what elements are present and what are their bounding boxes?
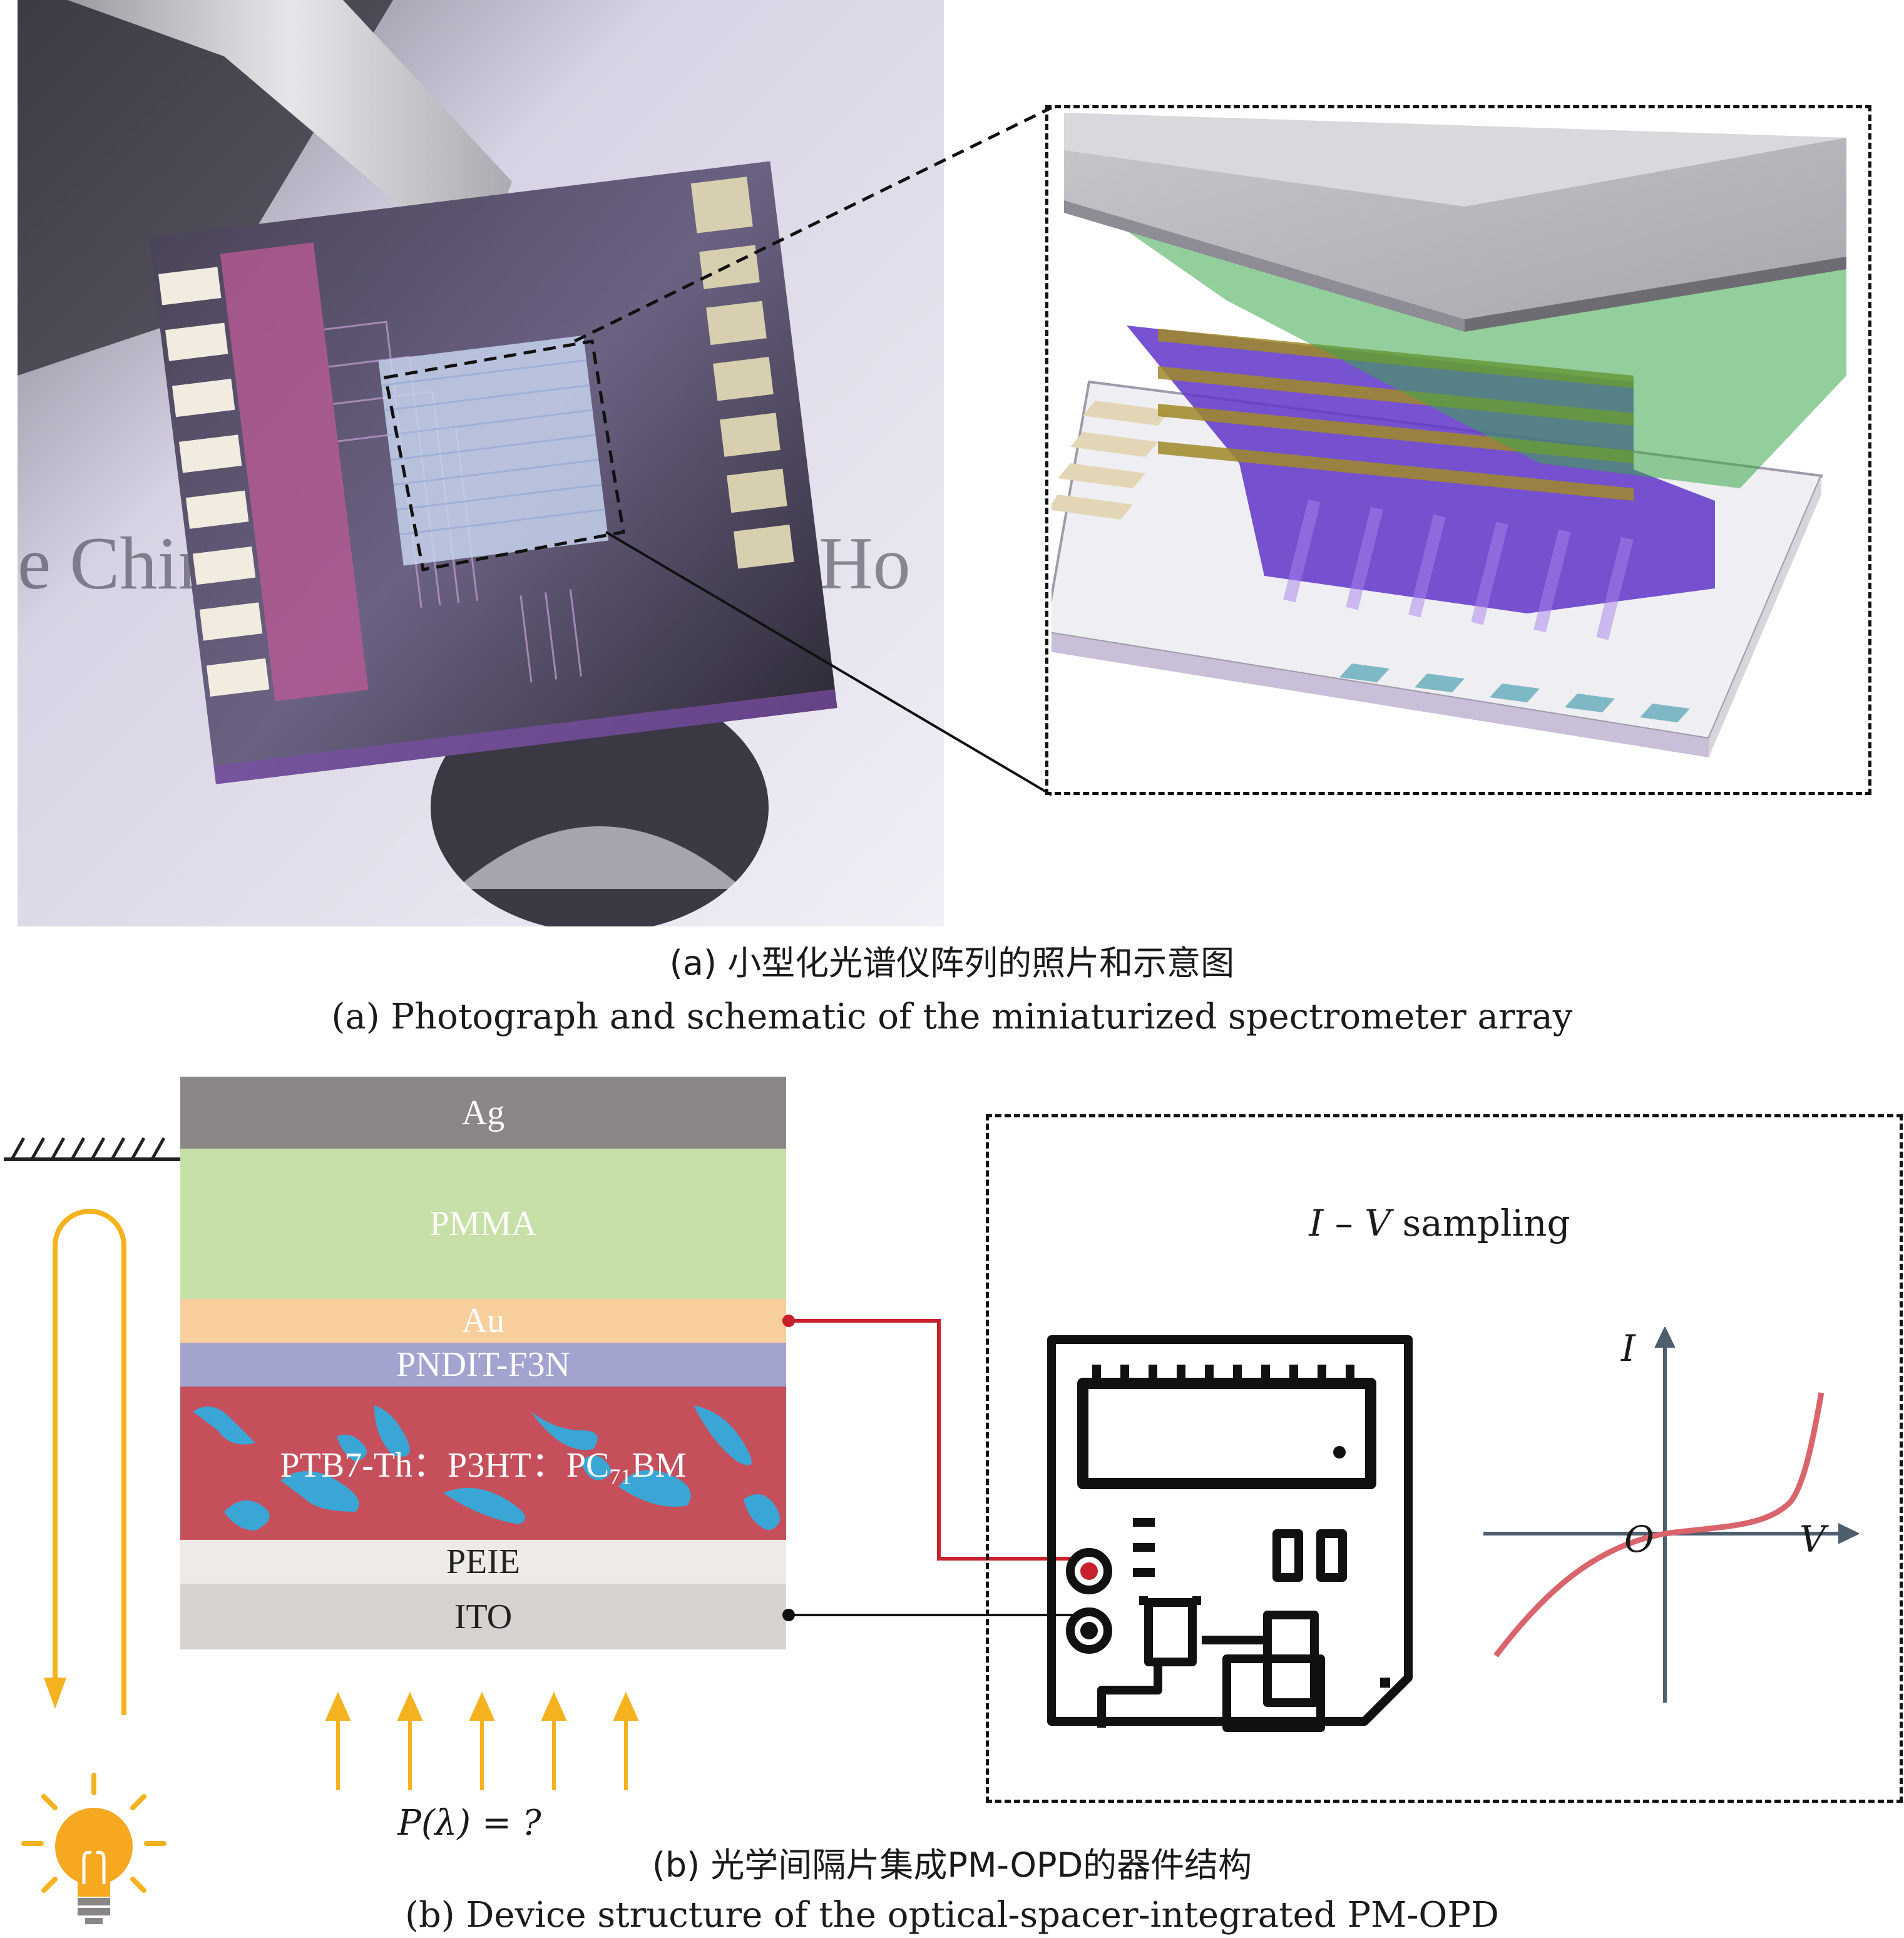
layer-ag: Ag	[180, 1077, 786, 1149]
axis-label-v: V	[1799, 1518, 1826, 1561]
power-label: P(λ) = ?	[397, 1803, 541, 1843]
active-layer-texture	[193, 1405, 780, 1530]
light-path-arrow	[44, 1209, 126, 1715]
layer-pmma: PMMA	[180, 1149, 786, 1299]
panel-b-caption-cn: (b) 光学间隔片集成PM-OPD的器件结构	[652, 1845, 1252, 1885]
spectrometer-schematic	[1052, 113, 1846, 757]
background-print-text: e Chin	[18, 521, 216, 605]
svg-text:Ho: Ho	[819, 521, 911, 605]
layer-ito: ITO	[180, 1584, 786, 1649]
zoom-lines	[573, 106, 1053, 796]
ground-symbol	[4, 1137, 180, 1161]
light-bulb-icon	[21, 1773, 166, 1924]
connection-wires	[782, 1315, 1077, 1621]
panel-b: Ag PMMA Au PNDIT-F3N PTB7-Th：P3HT：PC71BM…	[0, 1064, 1904, 1938]
panel-a-caption-en: (a) Photograph and schematic of the mini…	[331, 997, 1573, 1037]
schematic-box	[1045, 105, 1871, 795]
iv-curve-plot	[1483, 1327, 1859, 1703]
incident-light-arrows	[325, 1691, 639, 1790]
origin-label: O	[1624, 1518, 1654, 1561]
iv-curve	[1493, 1392, 1825, 1658]
panel-a: e Chin Ho	[18, 0, 1871, 1037]
sampling-box	[986, 1114, 1903, 1803]
layer-au: Au	[180, 1299, 786, 1343]
axis-label-i: I	[1621, 1327, 1635, 1370]
layer-peie: PEIE	[180, 1540, 786, 1584]
sampling-label: I – V sampling	[1309, 1202, 1570, 1244]
device-photograph: e Chin Ho	[18, 0, 944, 926]
panel-b-caption-en: (b) Device structure of the optical-spac…	[405, 1895, 1499, 1935]
panel-a-caption-cn: (a) 小型化光谱仪阵列的照片和示意图	[669, 943, 1235, 983]
photo-zoom-box	[384, 339, 625, 572]
circuit-board-icon	[1047, 1335, 1413, 1732]
layer-active: PTB7-Th：P3HT：PC71BM	[180, 1387, 786, 1540]
layer-pndit-f3n: PNDIT-F3N	[180, 1343, 786, 1387]
